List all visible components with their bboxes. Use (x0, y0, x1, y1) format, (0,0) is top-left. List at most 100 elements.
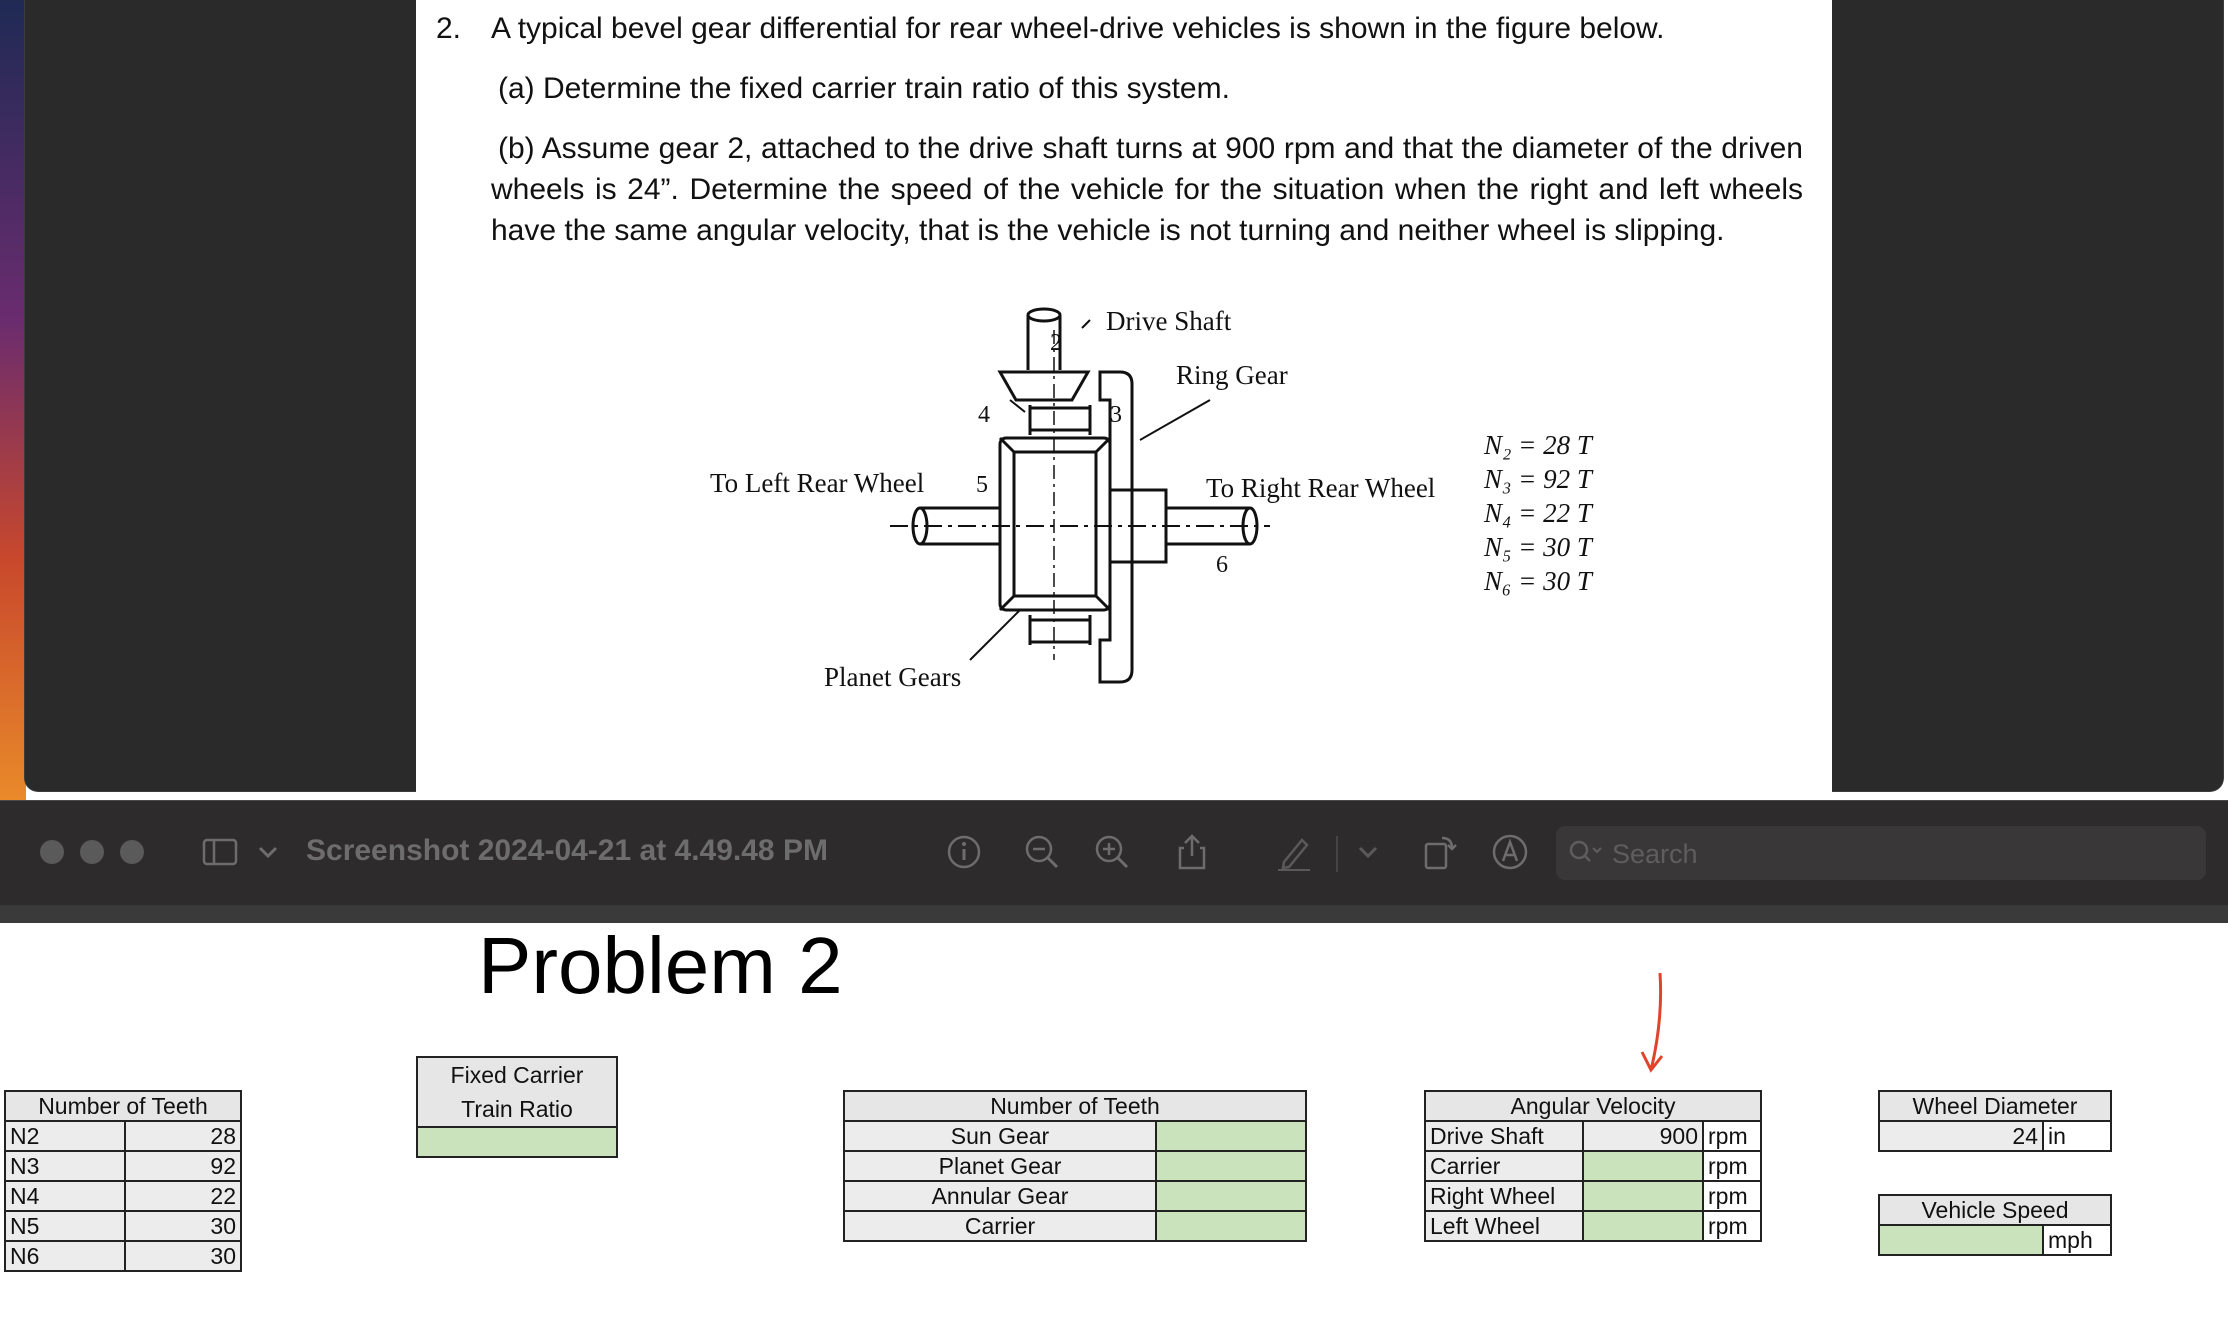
left-axle-shape (920, 506, 1000, 546)
velocity-value-cell[interactable] (1582, 1150, 1704, 1182)
rotate-icon[interactable] (1420, 832, 1460, 872)
zoom-in-icon[interactable] (1092, 832, 1132, 872)
table-row: Carrier (843, 1210, 1307, 1242)
drive-shaft-label: Drive Shaft (1106, 306, 1232, 336)
teeth-value-cell[interactable]: 92 (124, 1150, 242, 1182)
sheet-title: Problem 2 (478, 921, 843, 1010)
desktop-wallpaper (0, 0, 26, 800)
question-number: 2. (436, 12, 462, 45)
vehicle-speed-table: Vehicle Speed mph (1878, 1194, 2112, 1256)
velocity-label-cell[interactable]: Drive Shaft (1424, 1120, 1584, 1152)
velocity-value-cell[interactable] (1582, 1180, 1704, 1212)
info-icon[interactable] (944, 832, 984, 872)
teeth-label-cell[interactable]: N4 (4, 1180, 126, 1212)
teeth-table-header: Number of Teeth (4, 1090, 242, 1122)
velocity-unit-cell[interactable]: rpm (1702, 1120, 1762, 1152)
gear-value-cell[interactable] (1155, 1210, 1307, 1242)
table-row: Carrier rpm (1424, 1150, 1762, 1182)
search-icon (1569, 840, 1602, 862)
window-title: Screenshot 2024-04-21 at 4.49.48 PM (306, 834, 828, 867)
teeth-label-cell[interactable]: N5 (4, 1210, 126, 1242)
gear-label-cell[interactable]: Annular Gear (843, 1180, 1157, 1212)
velocity-value-cell[interactable] (1582, 1210, 1704, 1242)
right-wheel-label: To Right Rear Wheel (1206, 473, 1435, 503)
gear-label-cell[interactable]: Planet Gear (843, 1150, 1157, 1182)
gear-5-label: 5 (976, 472, 988, 498)
wheel-diameter-value-cell[interactable]: 24 (1878, 1120, 2044, 1152)
document-page (416, 0, 1832, 792)
velocity-label-cell[interactable]: Right Wheel (1424, 1180, 1584, 1212)
share-icon[interactable] (1172, 832, 1212, 872)
teeth-n4: N₄ = 22 T (1483, 498, 1594, 528)
question-intro: A typical bevel gear differential for re… (491, 12, 1665, 45)
teeth-n3: N₃ = 92 T (1483, 464, 1594, 494)
gear-value-cell[interactable] (1155, 1180, 1307, 1212)
velocity-unit-cell[interactable]: rpm (1702, 1180, 1762, 1212)
markup-pen-icon[interactable] (1274, 832, 1314, 872)
train-ratio-header-line2: Train Ratio (461, 1096, 573, 1122)
velocity-unit-cell[interactable]: rpm (1702, 1150, 1762, 1182)
velocity-unit-cell[interactable]: rpm (1702, 1210, 1762, 1242)
question-part-a: (a) Determine the fixed carrier train ra… (498, 72, 1230, 105)
train-ratio-cell[interactable] (416, 1126, 618, 1158)
teeth-n2: N₂ = 28 T (1483, 430, 1594, 460)
annotate-icon[interactable] (1490, 832, 1530, 872)
vehicle-speed-header: Vehicle Speed (1878, 1194, 2112, 1226)
search-input[interactable] (1610, 836, 2174, 872)
vehicle-speed-unit-cell[interactable]: mph (2042, 1224, 2112, 1256)
table-row: Left Wheel rpm (1424, 1210, 1762, 1242)
gear-6-label: 6 (1216, 552, 1228, 578)
toolbar-divider (0, 905, 2228, 923)
teeth-n6: N₆ = 30 T (1483, 566, 1594, 596)
velocity-value-cell[interactable]: 900 (1582, 1120, 1704, 1152)
zoom-window-button[interactable] (120, 840, 144, 864)
wheel-diameter-header: Wheel Diameter (1878, 1090, 2112, 1122)
gear-4-label: 4 (978, 402, 990, 428)
pinion-gear-shape (997, 370, 1091, 402)
gear-2-label: 2 (1050, 330, 1062, 356)
gear-3-label: 3 (1110, 402, 1122, 428)
zoom-out-icon[interactable] (1022, 832, 1062, 872)
gear-value-cell[interactable] (1155, 1150, 1307, 1182)
toolbar-separator (1336, 836, 1338, 872)
drive-shaft-shape (1026, 315, 1062, 370)
close-window-button[interactable] (40, 840, 64, 864)
teeth-value-cell[interactable]: 30 (124, 1240, 242, 1272)
search-field[interactable] (1556, 826, 2206, 880)
gear-label-cell[interactable]: Carrier (843, 1210, 1157, 1242)
teeth-value-cell[interactable]: 22 (124, 1180, 242, 1212)
teeth-value-cell[interactable]: 28 (124, 1120, 242, 1152)
teeth-value-cell[interactable]: 30 (124, 1210, 242, 1242)
minimize-window-button[interactable] (80, 840, 104, 864)
wheel-diameter-unit-cell[interactable]: in (2042, 1120, 2112, 1152)
velocity-table-header: Angular Velocity (1424, 1090, 1762, 1122)
markup-chevron-icon[interactable] (1348, 832, 1378, 872)
velocity-label-cell[interactable]: Left Wheel (1424, 1210, 1584, 1242)
table-row: Annular Gear (843, 1180, 1307, 1212)
ring-gear-shape (1098, 370, 1134, 684)
vehicle-speed-value-cell[interactable] (1878, 1224, 2044, 1256)
question-part-b: (b) Assume gear 2, attached to the drive… (491, 132, 1803, 247)
teeth-n5: N₅ = 30 T (1483, 532, 1594, 562)
chevron-down-icon[interactable] (248, 832, 278, 872)
velocity-label-cell[interactable]: Carrier (1424, 1150, 1584, 1182)
differential-figure: Drive Shaft Ring Gear To Left Rear Wheel… (710, 306, 1594, 692)
teeth-label-cell[interactable]: N6 (4, 1240, 126, 1272)
annotation-arrow-icon (1640, 972, 1664, 1073)
teeth-label-cell[interactable]: N3 (4, 1150, 126, 1182)
sidebar-toggle-icon[interactable] (200, 832, 240, 872)
left-wheel-label: To Left Rear Wheel (710, 468, 924, 498)
planet-gears-label: Planet Gears (824, 662, 961, 692)
gear-value-cell[interactable] (1155, 1120, 1307, 1152)
teeth-label-cell[interactable]: N2 (4, 1120, 126, 1152)
gear-label-cell[interactable]: Sun Gear (843, 1120, 1157, 1152)
